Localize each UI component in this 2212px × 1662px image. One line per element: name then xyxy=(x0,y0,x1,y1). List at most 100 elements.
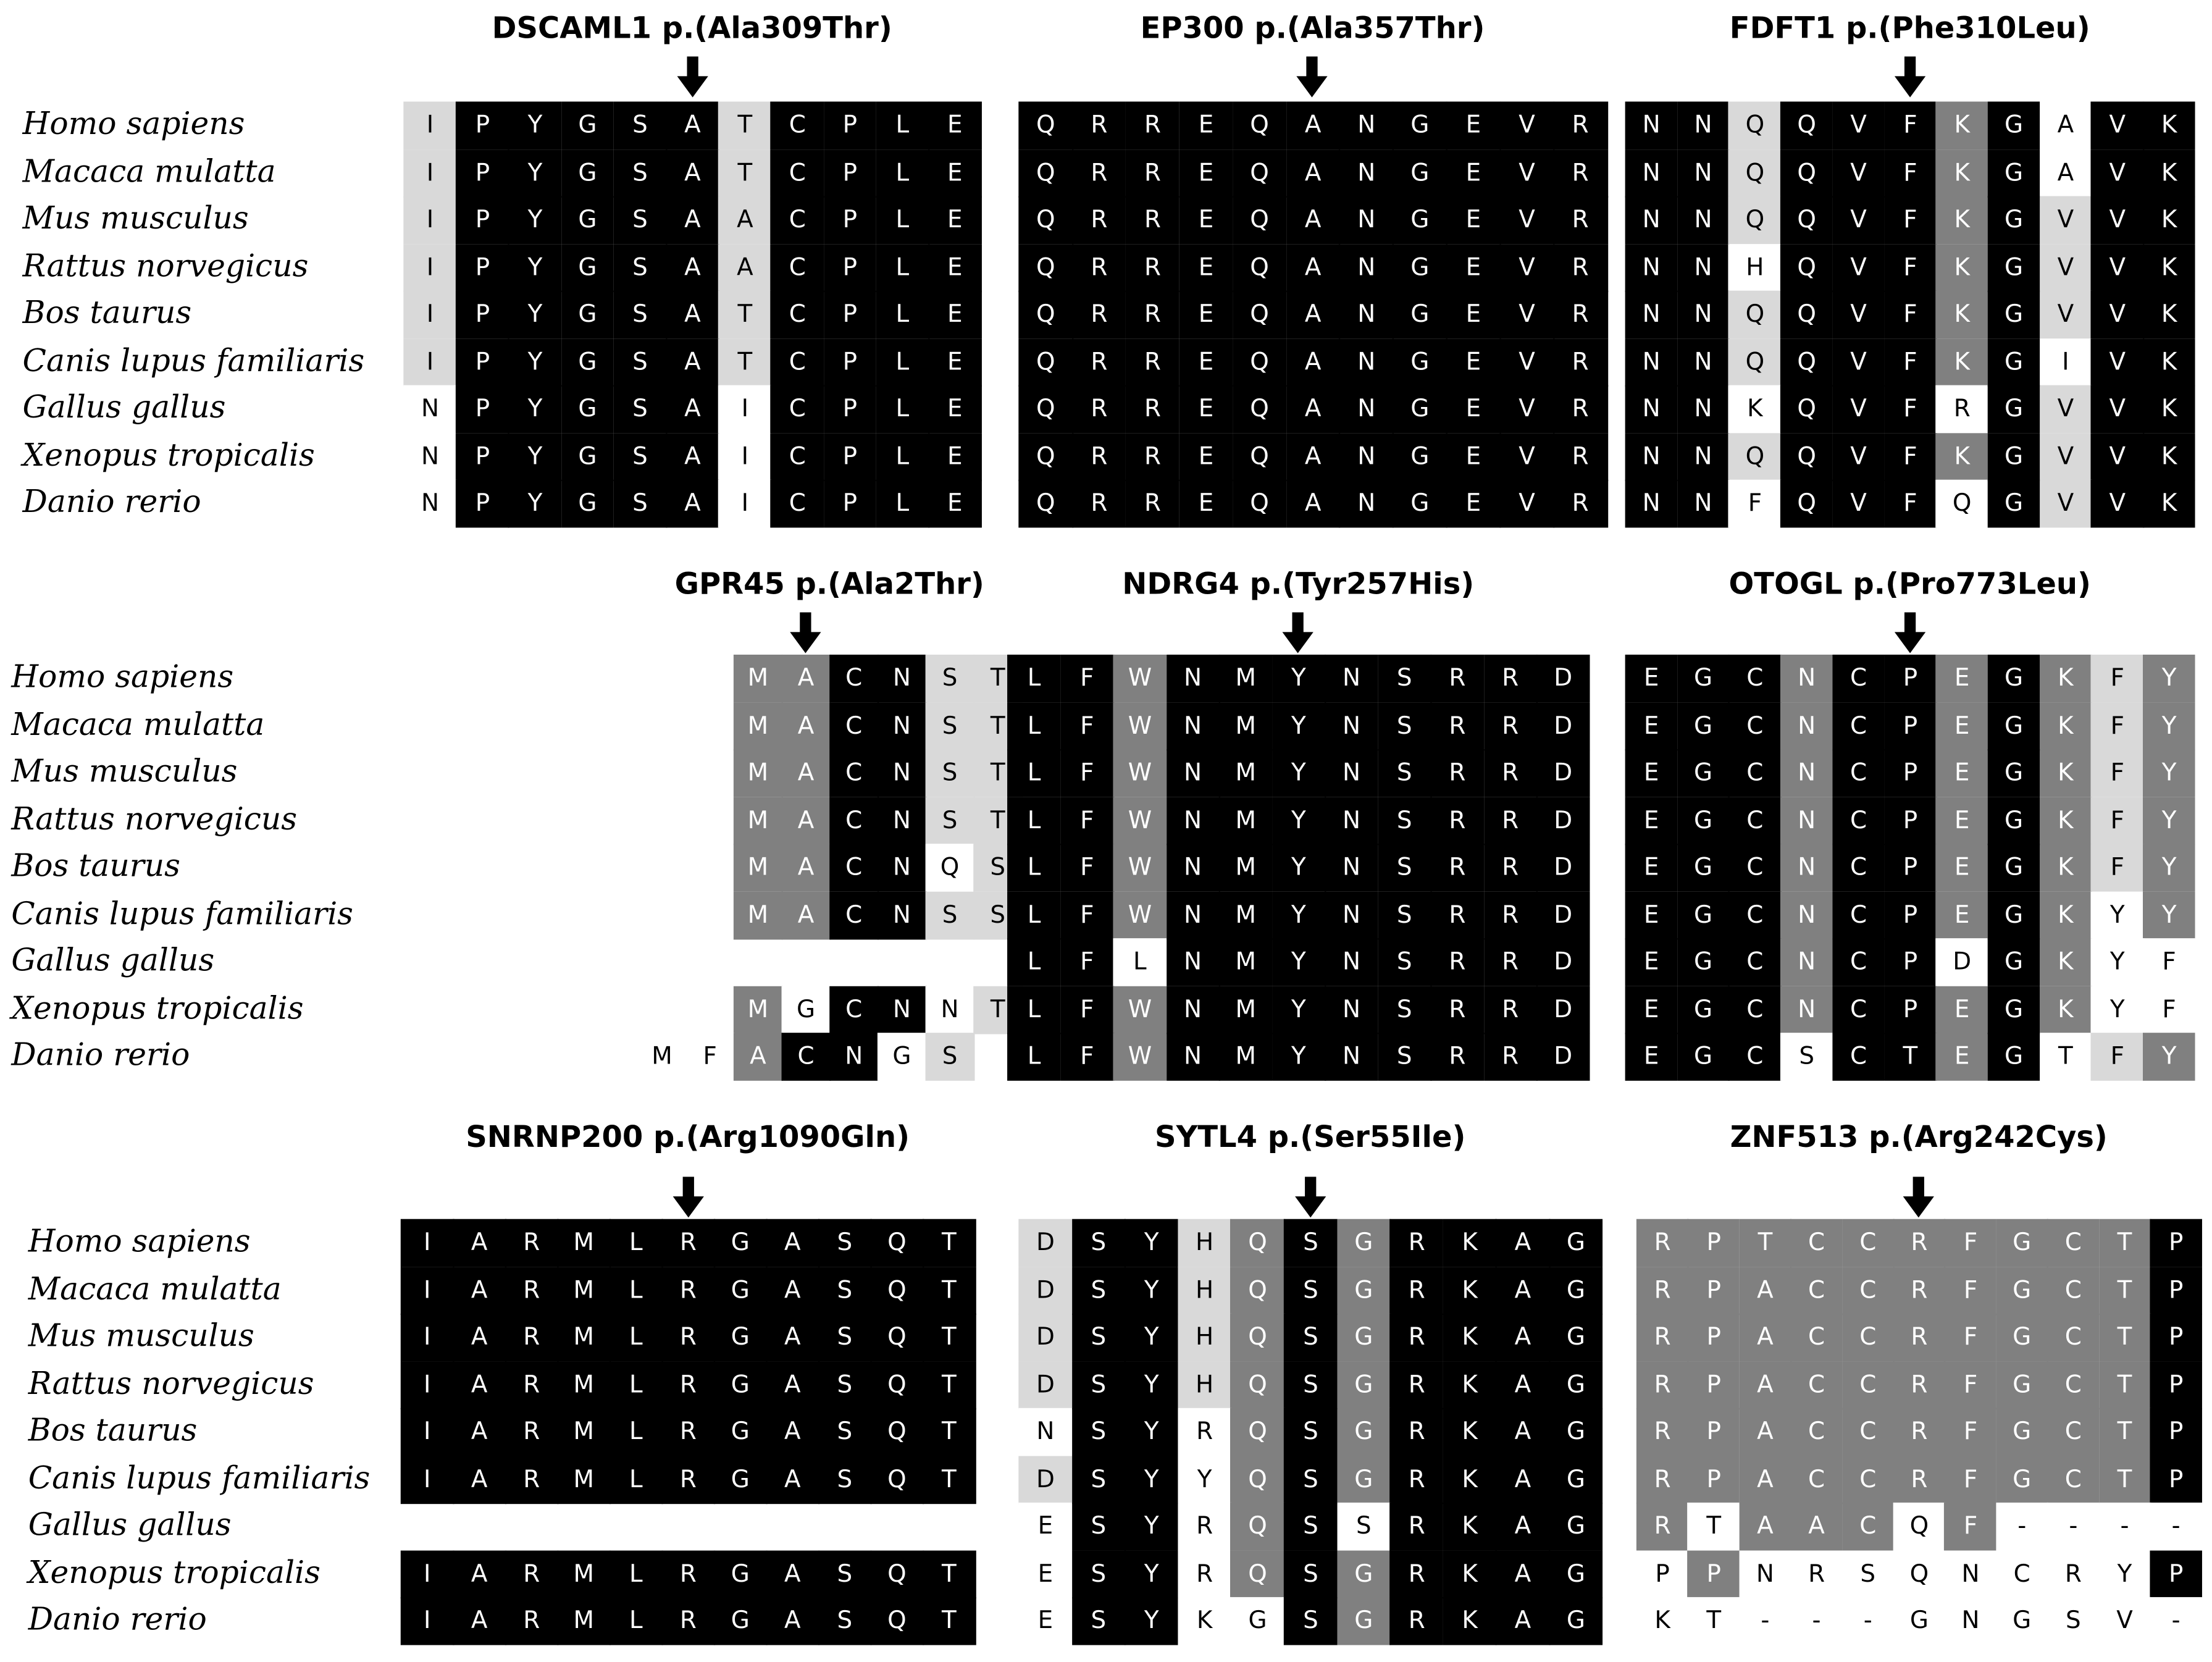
residue-cell: G xyxy=(1549,1361,1603,1409)
residue-cell: N xyxy=(1677,432,1730,481)
residue-cell: P xyxy=(2150,1266,2202,1315)
residue-cell: V xyxy=(2091,338,2144,386)
residue-cell: N xyxy=(1339,432,1394,481)
residue-cell: M xyxy=(733,702,782,750)
residue-cell: C xyxy=(2047,1266,2100,1315)
residue-cell: G xyxy=(1549,1502,1603,1551)
residue-cell: Q xyxy=(870,1455,924,1504)
residue-cell: R xyxy=(1071,101,1126,150)
residue-cell: G xyxy=(561,243,614,292)
residue-cell: N xyxy=(1325,749,1379,797)
residue-cell: A xyxy=(1286,338,1341,386)
residue-cell: K xyxy=(2039,844,2092,892)
residue-cell: R xyxy=(1071,149,1126,197)
residue-cell: M xyxy=(1218,1033,1273,1081)
residue-cell: R xyxy=(1553,149,1608,197)
residue-cell: M xyxy=(557,1361,611,1409)
residue-cell: N xyxy=(1677,338,1730,386)
residue-cell: R xyxy=(1125,101,1180,150)
residue-cell: G xyxy=(713,1219,767,1267)
residue-cell: G xyxy=(1677,749,1730,797)
residue-cell: A xyxy=(666,290,719,339)
residue-cell: N xyxy=(1018,1408,1073,1456)
residue-cell: N xyxy=(1739,1550,1791,1598)
residue-cell: V xyxy=(2091,243,2144,292)
panel-title: ZNF513 p.(Arg242Cys) xyxy=(1730,1120,2108,1154)
residue-cell: M xyxy=(1218,702,1273,750)
species-label: Bos taurus xyxy=(22,296,192,332)
residue-cell: A xyxy=(1739,1313,1791,1362)
residue-cell: R xyxy=(1430,1033,1485,1081)
residue-cell: C xyxy=(1728,702,1782,750)
residue-cell: A xyxy=(1739,1266,1791,1315)
residue-cell: L xyxy=(1007,654,1062,703)
residue-cell: V xyxy=(2039,290,2092,339)
residue-cell: S xyxy=(1071,1455,1126,1504)
panel-title: EP300 p.(Ala357Thr) xyxy=(1140,11,1485,46)
residue-cell: A xyxy=(666,432,719,481)
residue-cell: C xyxy=(781,1033,831,1081)
residue-cell: C xyxy=(1841,1455,1895,1504)
residue-cell: F xyxy=(2091,749,2144,797)
residue-cell: N xyxy=(1677,385,1730,434)
residue-cell: - xyxy=(2047,1502,2100,1551)
residue-cell: N xyxy=(1677,479,1730,528)
residue-cell: L xyxy=(1007,985,1062,1034)
residue-cell: S xyxy=(2047,1597,2100,1645)
residue-cell: G xyxy=(1987,243,2040,292)
residue-cell: S xyxy=(818,1550,871,1598)
residue-cell: E xyxy=(1935,749,1988,797)
residue-cell: F xyxy=(1060,749,1114,797)
species-label: Rattus norvegicus xyxy=(28,1366,314,1402)
residue-cell: S xyxy=(613,338,667,386)
residue-cell: E xyxy=(1625,844,1678,892)
residue-cell: W xyxy=(1113,702,1167,750)
residue-cell: E xyxy=(1446,290,1501,339)
residue-cell: S xyxy=(925,702,974,750)
residue-cell: A xyxy=(1496,1408,1550,1456)
residue-cell: K xyxy=(1443,1266,1497,1315)
residue-cell: F xyxy=(1883,385,1937,434)
residue-cell: R xyxy=(1125,432,1180,481)
residue-cell: N xyxy=(403,432,457,481)
residue-cell: C xyxy=(829,985,879,1034)
residue-cell: Y xyxy=(1125,1455,1179,1504)
residue-cell: N xyxy=(1625,101,1678,150)
residue-cell: T xyxy=(2098,1361,2151,1409)
residue-cell: E xyxy=(1018,1502,1073,1551)
residue-cell: P xyxy=(1883,844,1937,892)
residue-cell: A xyxy=(2039,101,2092,150)
residue-cell: F xyxy=(2143,938,2196,987)
panel-title: FDFT1 p.(Phe310Leu) xyxy=(1729,11,2090,46)
residue-cell: R xyxy=(1071,243,1126,292)
arrow-shape xyxy=(1894,56,1925,98)
residue-cell: D xyxy=(1536,796,1590,845)
residue-cell: C xyxy=(1790,1408,1843,1456)
arrow-shape xyxy=(1294,1177,1326,1218)
residue-cell: Q xyxy=(1230,1266,1285,1315)
residue-cell: G xyxy=(1995,1408,2048,1456)
species-label: Mus musculus xyxy=(28,1319,254,1355)
residue-cell: C xyxy=(1832,985,1885,1034)
residue-cell: R xyxy=(505,1266,558,1315)
residue-cell: R xyxy=(661,1597,715,1645)
residue-cell: M xyxy=(733,796,782,845)
residue-cell: M xyxy=(733,749,782,797)
residue-cell: N xyxy=(1325,844,1379,892)
mutation-arrow-icon xyxy=(672,1177,703,1218)
residue-cell: R xyxy=(1071,432,1126,481)
residue-cell: F xyxy=(1944,1361,1997,1409)
residue-cell: K xyxy=(2039,938,2092,987)
residue-cell: S xyxy=(1283,1550,1338,1598)
residue-cell: V xyxy=(1832,432,1885,481)
residue-cell: G xyxy=(1336,1597,1391,1645)
residue-cell: G xyxy=(713,1455,767,1504)
residue-cell: M xyxy=(733,844,782,892)
residue-cell: V xyxy=(2091,290,2144,339)
residue-cell: S xyxy=(1377,844,1431,892)
residue-cell: G xyxy=(713,1597,767,1645)
residue-cell: R xyxy=(1483,844,1538,892)
residue-cell: N xyxy=(1625,149,1678,197)
residue-cell: C xyxy=(1841,1313,1895,1362)
residue-cell: - xyxy=(1739,1597,1791,1645)
